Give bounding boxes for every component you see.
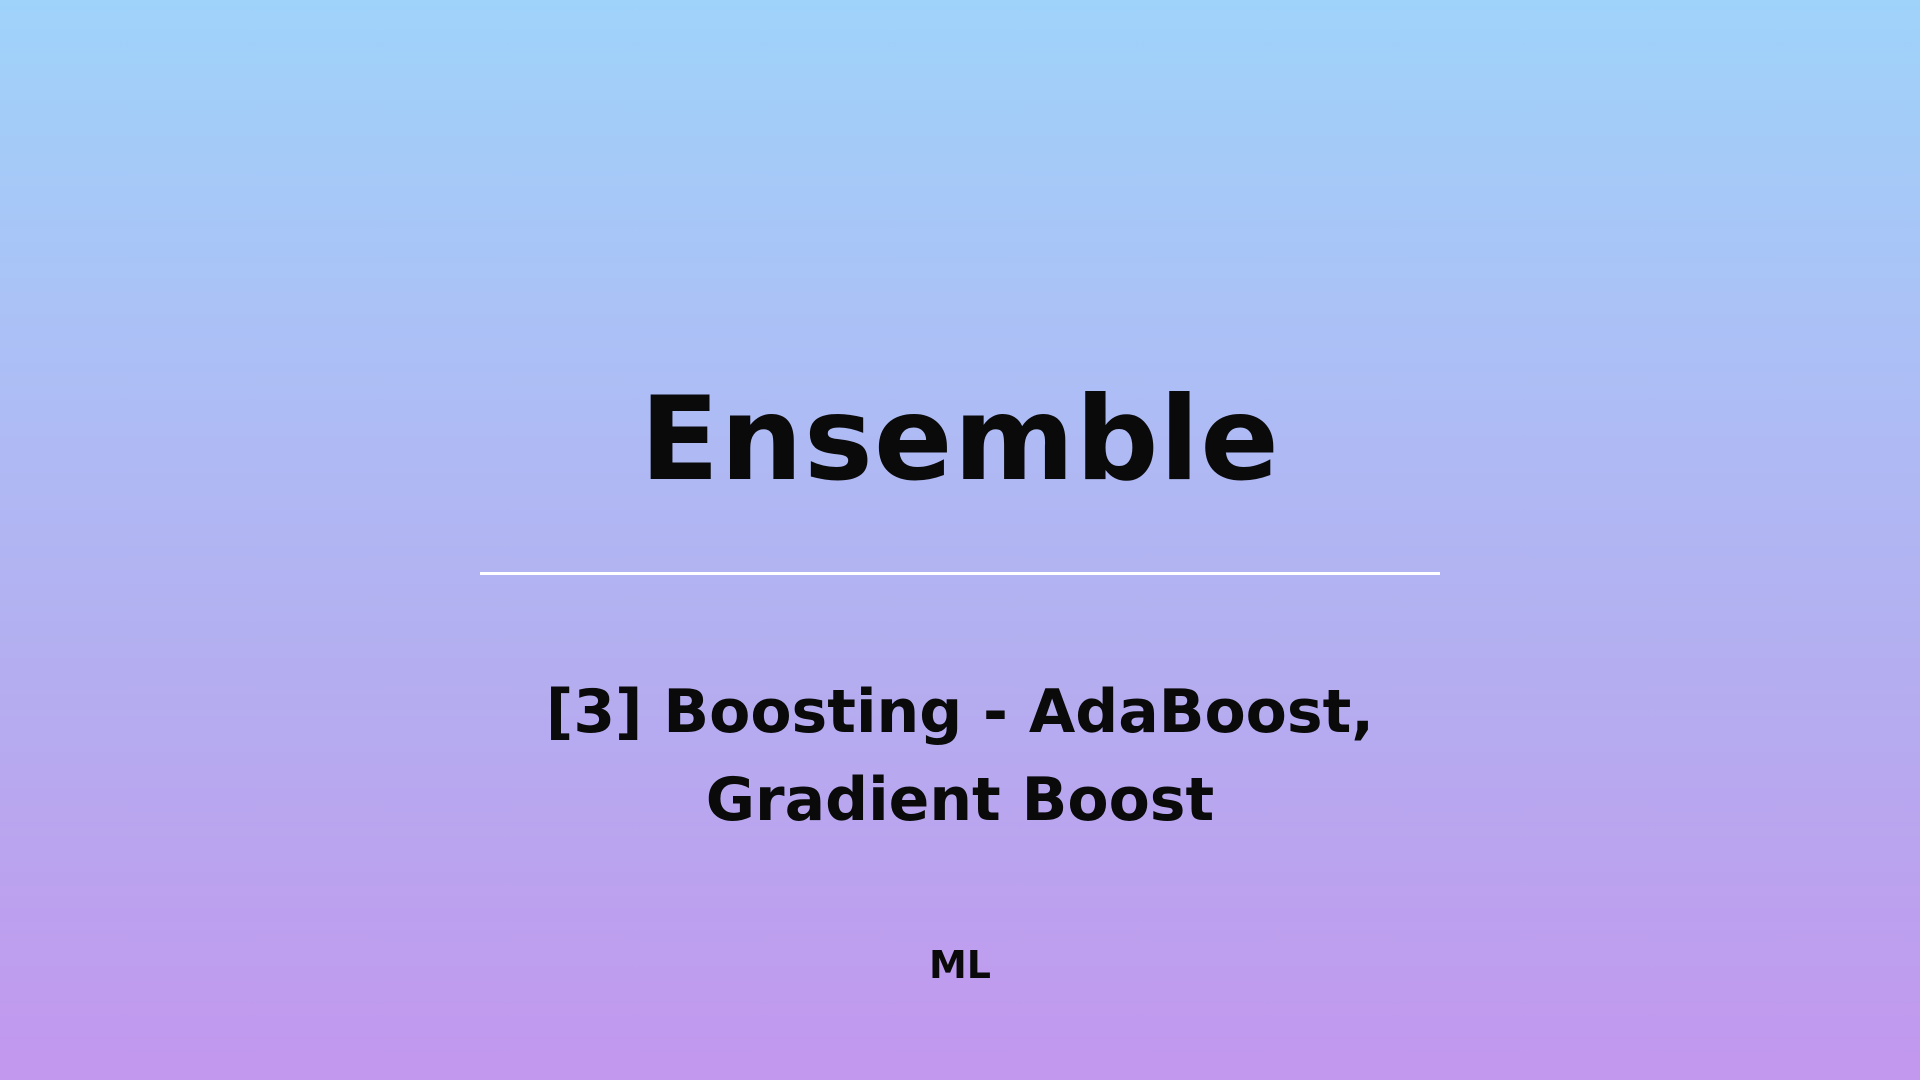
subtitle-line-1: [3] Boosting - AdaBoost, [545, 677, 1375, 747]
slide-title: Ensemble [640, 372, 1280, 507]
slide-footer-label: ML [928, 943, 992, 987]
slide-subtitle: [3] Boosting - AdaBoost, Gradient Boost [0, 668, 1920, 844]
subtitle-line-2: Gradient Boost [705, 765, 1215, 835]
title-divider [480, 572, 1440, 575]
